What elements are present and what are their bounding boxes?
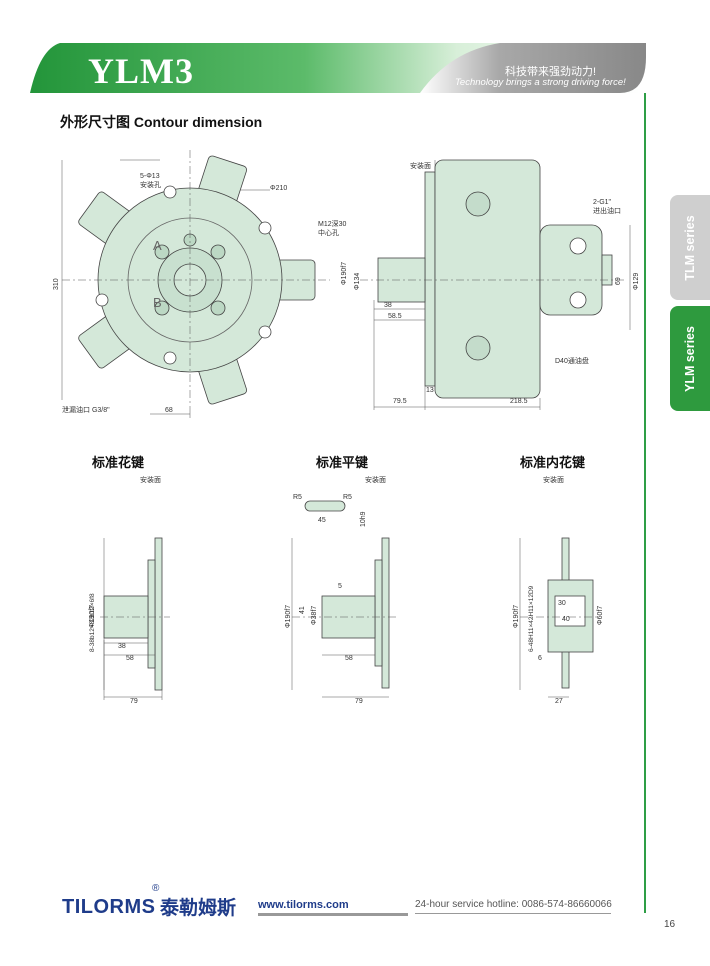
label-port2: 进出油口 (593, 206, 621, 215)
label-68: 68 (165, 407, 173, 414)
label-38: 38 (384, 302, 392, 309)
label-m12: M12深30 (318, 219, 347, 228)
inner-l27: 27 (555, 698, 563, 705)
section-title: 外形尺寸图 Contour dimension (60, 114, 263, 130)
flat-l58: 58 (345, 655, 353, 662)
flat-l79: 79 (355, 698, 363, 705)
label-2185: 218.5 (510, 398, 528, 405)
url-underline (258, 913, 408, 916)
label-d210: Φ210 (270, 185, 287, 192)
label-69: 69 (615, 277, 622, 285)
inner-l40: 40 (562, 616, 570, 623)
technical-drawings: 5-Φ13 安装孔 Φ210 310 68 泄漏油口 G3/8" A B 安装面… (53, 150, 640, 705)
service-hotline: 24-hour service hotline: 0086-574-866600… (415, 899, 612, 910)
registered-mark: ® (152, 883, 160, 894)
label-585: 58.5 (388, 313, 402, 320)
header-band (30, 43, 646, 93)
spline-title: 标准花键 (92, 455, 145, 470)
tab-label: YLM series (683, 325, 697, 392)
flat-r5a: R5 (293, 494, 302, 501)
brand-logo: TILORMS (62, 896, 156, 918)
label-b: B (153, 295, 162, 310)
website-link[interactable]: www.tilorms.com (258, 899, 349, 911)
spline-view (103, 537, 163, 691)
flat-d38: Φ38f7 (311, 606, 318, 625)
flat-key-view (304, 500, 390, 689)
spline-d190: Φ190f7 (89, 605, 96, 628)
spline-spec: 8-38b12×32b12×6f8 (89, 593, 96, 652)
label-d129: Φ129 (633, 273, 640, 290)
label-holes2: 安装孔 (140, 180, 161, 189)
tab-tlm-series[interactable]: TLM series (670, 195, 710, 300)
inner-spline-title: 标准内花键 (520, 455, 586, 470)
label-d40: D40通油盘 (555, 356, 589, 365)
label-holes: 5-Φ13 (140, 173, 160, 180)
flat-l41: 41 (299, 606, 306, 614)
flat-key-title: 标准平键 (316, 455, 369, 470)
inner-d60: Φ60f7 (597, 606, 604, 625)
label-center: 中心孔 (318, 228, 339, 237)
tab-label: TLM series (683, 214, 697, 281)
label-a: A (153, 238, 162, 253)
brand-logo-cn: 泰勒姆斯 (160, 898, 237, 919)
slogan-cn: 科技带来强劲动力! (505, 66, 597, 78)
inner-d190: Φ190f7 (513, 605, 520, 628)
page-title: YLM3 (88, 51, 194, 91)
inner-l30: 30 (558, 600, 566, 607)
label-310: 310 (53, 278, 60, 290)
inner-spec: 6-48H11×42H11×12D9 (528, 585, 535, 652)
spline-l79: 79 (130, 698, 138, 705)
spline-l58: 58 (126, 655, 134, 662)
label-d134: Φ134 (354, 273, 361, 290)
label-mount: 安装面 (410, 161, 431, 170)
spline-mount: 安装面 (140, 475, 161, 484)
flat-l10: 10h9 (360, 511, 367, 527)
margin-line (644, 93, 646, 913)
label-drain: 泄漏油口 G3/8" (62, 405, 110, 414)
slogan-en: Technology brings a strong driving force… (455, 77, 626, 88)
inner-l6: 6 (538, 655, 542, 662)
side-view (377, 159, 613, 399)
label-795: 79.5 (393, 398, 407, 405)
inner-mount: 安装面 (543, 475, 564, 484)
inner-spline-view (547, 537, 594, 689)
flat-r5b: R5 (343, 494, 352, 501)
page-number: 16 (664, 919, 676, 930)
tab-ylm-series[interactable]: YLM series (670, 306, 710, 411)
label-13: 13 (426, 387, 434, 394)
flat-mount: 安装面 (365, 475, 386, 484)
flat-l45: 45 (318, 517, 326, 524)
spline-l38: 38 (118, 643, 126, 650)
label-d190: Φ190f7 (341, 262, 348, 285)
flat-l5: 5 (338, 583, 342, 590)
label-port: 2-G1" (593, 199, 612, 206)
hotline-underline (415, 913, 611, 914)
flat-d190: Φ190f7 (285, 605, 292, 628)
